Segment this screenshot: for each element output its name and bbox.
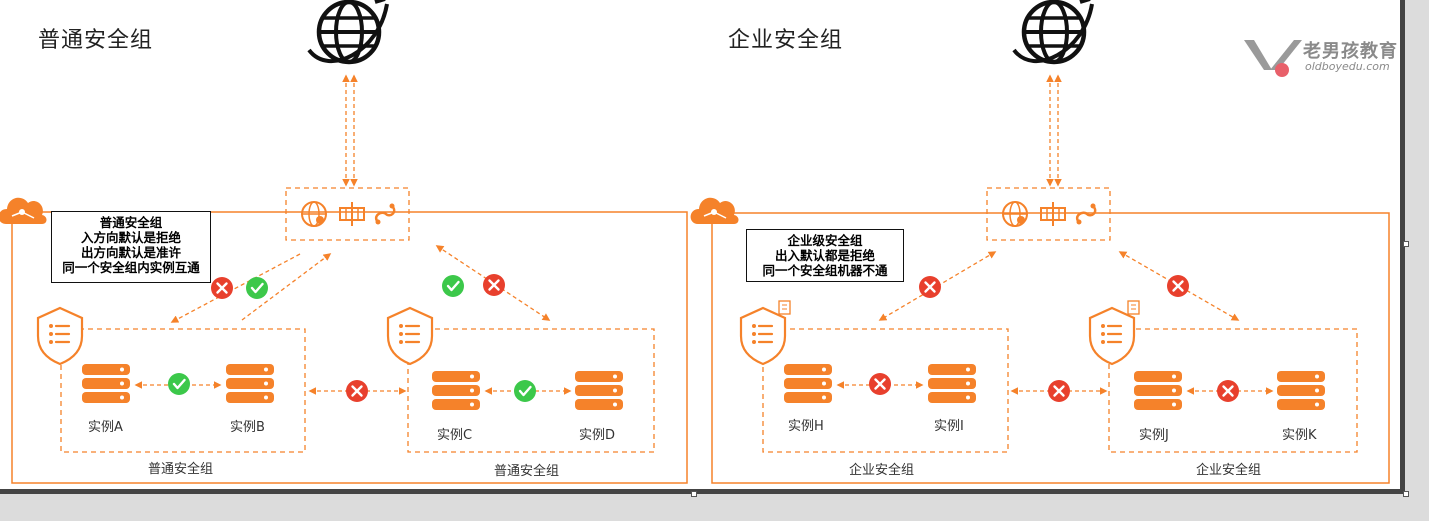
globe-icon	[1012, 0, 1094, 65]
server-icon	[226, 364, 274, 403]
server-icon	[432, 371, 480, 410]
resize-handle[interactable]	[1403, 241, 1409, 247]
shield-list-icon	[1088, 300, 1140, 366]
server-icon	[575, 371, 623, 410]
frame-border-right	[1400, 0, 1405, 493]
security-group-box	[1108, 328, 1358, 453]
cross-icon	[1048, 380, 1070, 402]
instance-label: 实例H	[788, 419, 824, 434]
watermark-name: 老男孩教育	[1303, 41, 1398, 62]
gateway-globe-icon	[301, 201, 327, 227]
frame-border-bottom	[0, 489, 1405, 494]
gateway-globe-icon	[1002, 201, 1028, 227]
group-label: 普通安全组	[148, 462, 214, 477]
instance-label: 实例A	[88, 420, 123, 435]
instance-label: 实例B	[230, 420, 265, 435]
connector-arrow	[241, 253, 332, 321]
instance-label: 实例K	[1282, 428, 1317, 443]
shield-list-icon	[739, 300, 791, 366]
server-icon	[1134, 371, 1182, 410]
cloud-icon	[0, 197, 47, 224]
note-line: 入方向默认是拒绝	[80, 230, 181, 245]
resize-handle[interactable]	[1403, 491, 1409, 497]
connector-arrow	[1118, 251, 1240, 321]
check-icon	[514, 380, 536, 402]
region-frame	[11, 211, 688, 484]
group-label: 普通安全组	[494, 464, 560, 479]
panel-title-basic: 普通安全组	[38, 28, 154, 53]
note-line: 出方向默认是准许	[80, 245, 181, 260]
note-line: 企业级安全组	[787, 233, 863, 248]
security-group-box	[762, 328, 1009, 453]
gateway-link-icon	[374, 203, 396, 225]
security-group-box	[60, 328, 306, 453]
security-group-box	[407, 328, 655, 453]
connector-arrow	[435, 245, 551, 321]
cross-icon	[483, 274, 505, 296]
note-line: 同一个安全组机器不通	[762, 263, 888, 278]
gateway-router-icon	[339, 202, 365, 226]
gateway-box	[986, 187, 1111, 241]
connector-arrow	[170, 253, 301, 323]
panel-title-enterprise: 企业安全组	[728, 28, 844, 53]
instance-label: 实例J	[1139, 428, 1169, 443]
instance-label: 实例I	[934, 419, 964, 434]
group-label: 企业安全组	[849, 463, 915, 478]
building-icon	[1127, 300, 1140, 315]
cross-icon	[211, 277, 233, 299]
instance-label: 实例D	[579, 428, 616, 443]
server-icon	[82, 364, 130, 403]
cross-icon	[346, 380, 368, 402]
note-box-basic: 普通安全组 入方向默认是拒绝 出方向默认是准许 同一个安全组内实例互通	[51, 211, 211, 283]
cross-icon	[919, 276, 941, 298]
note-line: 同一个安全组内实例互通	[62, 260, 200, 275]
gateway-box	[285, 187, 410, 241]
cross-icon	[1217, 380, 1239, 402]
cloud-icon	[690, 197, 739, 224]
cross-icon	[1167, 275, 1189, 297]
server-icon	[928, 364, 976, 403]
gateway-link-icon	[1075, 203, 1097, 225]
region-frame	[711, 212, 1390, 484]
shield-list-icon	[386, 306, 434, 366]
group-label: 企业安全组	[1196, 463, 1262, 478]
server-icon	[1277, 371, 1325, 410]
shield-list-icon	[36, 306, 84, 366]
globe-icon	[307, 0, 389, 65]
gateway-router-icon	[1040, 202, 1066, 226]
instance-label: 实例C	[437, 428, 473, 443]
building-icon	[778, 300, 791, 315]
note-line: 出入默认都是拒绝	[774, 248, 875, 263]
check-icon	[168, 373, 190, 395]
watermark-url: oldboyedu.com	[1305, 60, 1390, 73]
resize-handle[interactable]	[691, 491, 697, 497]
check-icon	[442, 275, 464, 297]
logo-icon	[1244, 40, 1302, 77]
note-box-enterprise: 企业级安全组 出入默认都是拒绝 同一个安全组机器不通	[746, 229, 904, 282]
server-icon	[784, 364, 832, 403]
check-icon	[246, 277, 268, 299]
note-line: 普通安全组	[99, 215, 163, 230]
cross-icon	[869, 373, 891, 395]
